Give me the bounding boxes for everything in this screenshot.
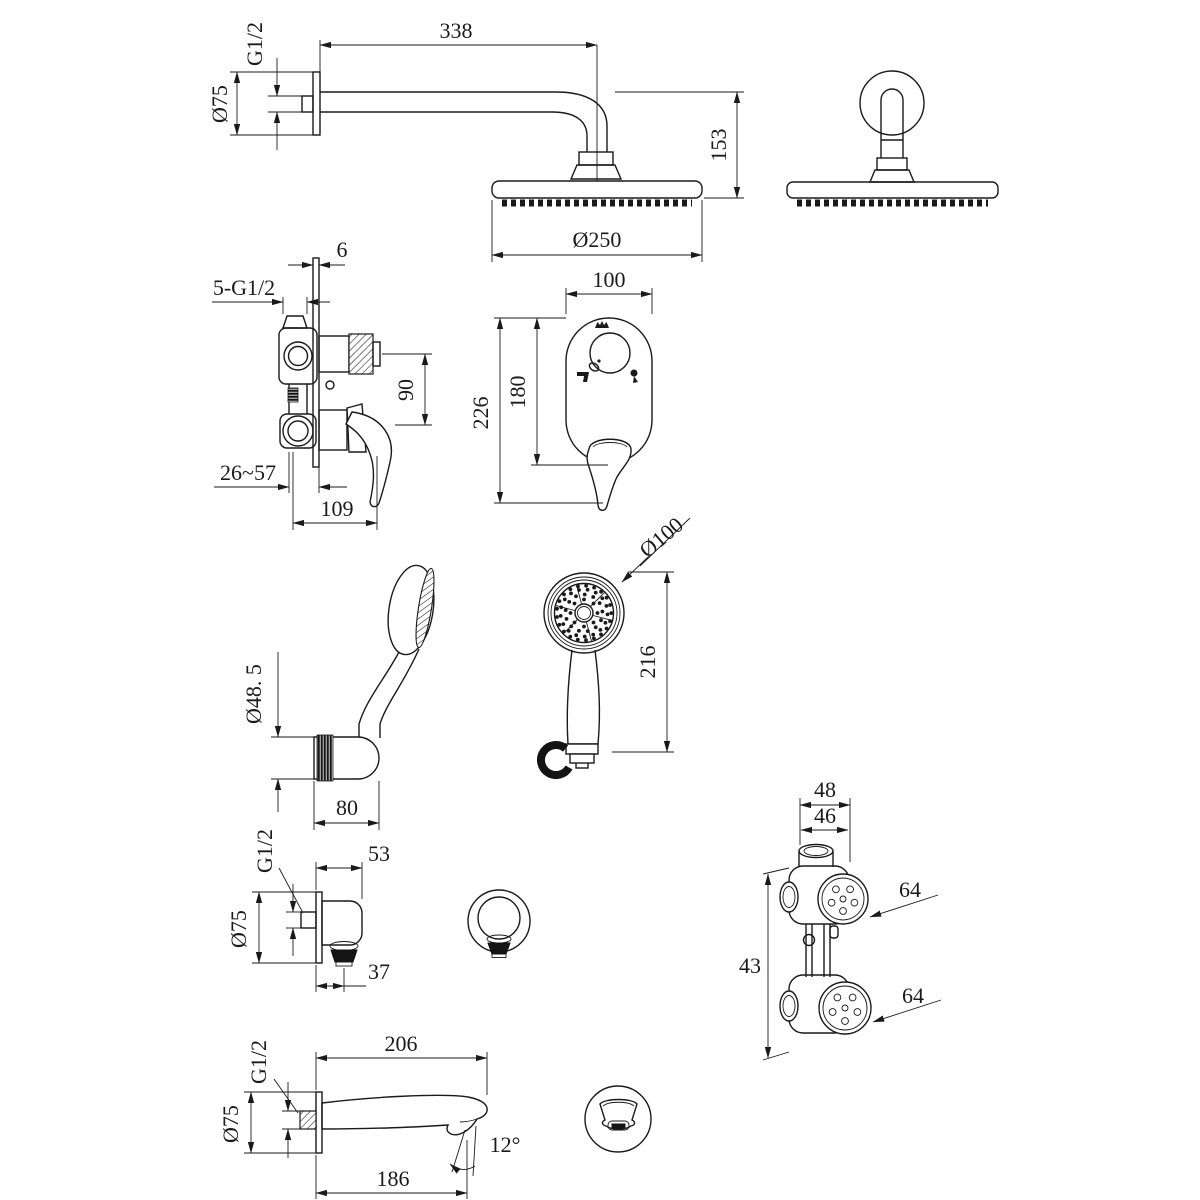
wall-outlet-side-view: G1/2 53 Ø75 37 (226, 829, 390, 992)
dim-handshower-diameter: Ø100 (634, 512, 688, 563)
dim-valve-width: 109 (321, 496, 354, 521)
dim-valve-body-width: 46 (814, 803, 836, 828)
dim-spout-thread: G1/2 (246, 1040, 271, 1084)
dim-outlet-projection: 53 (368, 841, 390, 866)
dim-port-spacing: 90 (393, 379, 418, 401)
dim-spout-length: 206 (385, 1031, 418, 1056)
dim-head-drop: 153 (706, 129, 731, 162)
handshower-mode-icon (630, 369, 638, 383)
dim-outlet-thread: G1/2 (252, 829, 277, 873)
dim-upper-port-depth: 64 (899, 877, 921, 902)
upper-flange-holes (827, 885, 859, 915)
dim-outlet-flange: Ø75 (226, 910, 251, 948)
dim-plate-thickness: 6 (337, 237, 348, 262)
dim-valve-connections: 5-G1/2 (213, 275, 275, 300)
dim-arm-flange: Ø75 (207, 85, 232, 123)
dim-holder-diameter: Ø48. 5 (241, 664, 266, 724)
dim-install-depth: 26~57 (220, 460, 276, 485)
dim-plate-height: 180 (505, 376, 530, 409)
mixer-valve-side-view: 6 5-G1/2 90 26~57 109 (212, 237, 432, 530)
dim-head-diameter: Ø250 (573, 227, 622, 252)
dim-spout-flange: Ø75 (218, 1105, 243, 1143)
dim-valve-top-width: 48 (814, 777, 836, 802)
rough-in-valve-iso-view: 48 46 64 43 64 (739, 777, 942, 1061)
hand-shower-front-view: Ø100 216 (537, 512, 691, 780)
dim-arm-length: 338 (440, 18, 473, 43)
shower-arm-side-view: 338 G1/2 Ø75 153 Ø250 (207, 18, 744, 262)
dim-lower-port-depth: 64 (902, 983, 924, 1008)
dim-arm-thread: G1/2 (242, 22, 267, 66)
dim-handshower-length: 216 (635, 646, 660, 679)
dim-outlet-offset: 37 (368, 959, 390, 984)
dim-overall-height: 226 (468, 397, 493, 430)
tub-spout-front-view (584, 1085, 652, 1153)
hand-shower-holder-side-view: Ø48. 5 80 (241, 564, 435, 830)
crown-icon (595, 321, 609, 328)
trim-plate-front-view: 100 180 226 (468, 267, 653, 512)
spray-nozzle-dots (555, 583, 614, 643)
dim-spout-angle: 12° (490, 1132, 521, 1157)
dim-plate-width: 100 (593, 267, 626, 292)
dim-valve-height: 43 (739, 953, 761, 978)
shower-head-rear-view (786, 70, 999, 207)
dim-spout-length-underside: 186 (377, 1166, 410, 1191)
dim-holder-length: 80 (336, 795, 358, 820)
lower-flange-holes (828, 993, 862, 1025)
tub-spout-side-view: 12° G1/2 206 Ø75 186 (218, 1031, 520, 1199)
spout-mode-icon (577, 372, 589, 382)
wall-outlet-front-view (467, 889, 531, 958)
